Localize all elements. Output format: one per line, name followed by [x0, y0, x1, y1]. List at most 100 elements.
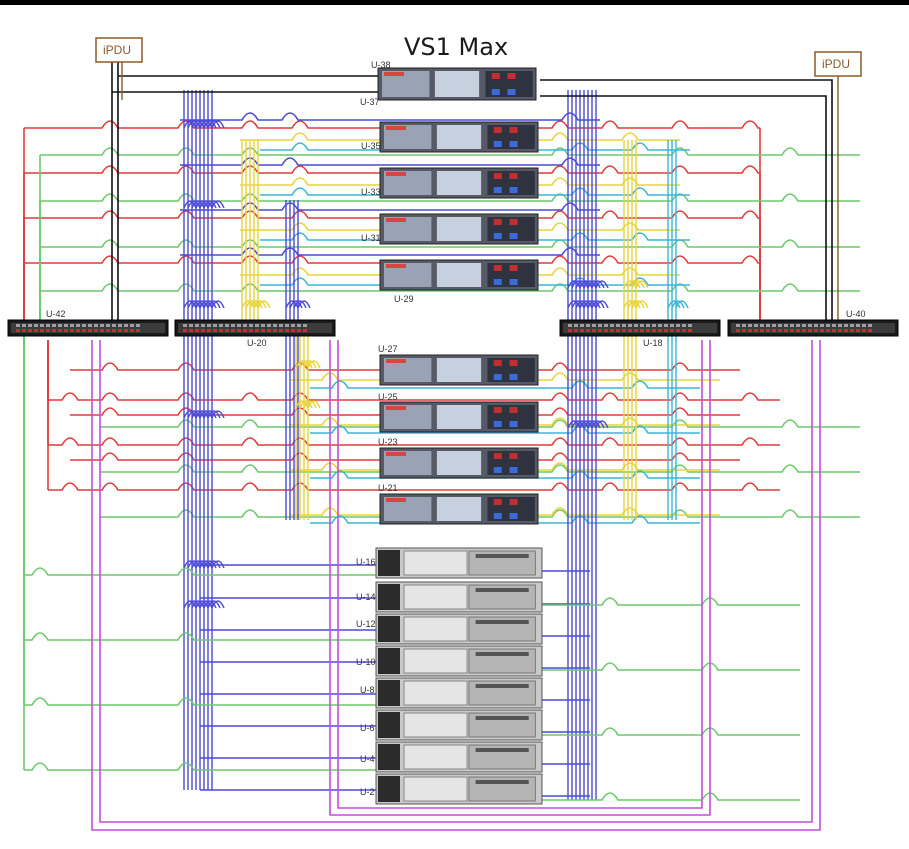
switch-u18-port-top-9 [622, 324, 626, 327]
top-border-bar [0, 0, 909, 5]
switch-u18-port-bottom-5 [598, 329, 602, 332]
yellow-cable-3 [240, 267, 680, 276]
switch-u20 [174, 319, 336, 337]
switch-u20-port-bottom-18 [291, 329, 295, 332]
green-storage-right-3 [540, 792, 800, 801]
switch-u42-port-top-15 [106, 324, 110, 327]
switch-u18-port-bottom-16 [664, 329, 668, 332]
cable-layer [23, 62, 860, 831]
switch-u40-port-bottom-13 [814, 329, 818, 332]
blade-server-5-port-blue [493, 421, 502, 427]
red-cable-mid-0 [48, 392, 780, 401]
switch-u40-port-bottom-2 [748, 329, 752, 332]
switch-u18-port-top-13 [646, 324, 650, 327]
switch-u42-port-top-18 [124, 324, 128, 327]
switch-u40-port-top-0 [736, 324, 740, 327]
switch-u18-port-bottom-0 [568, 329, 572, 332]
switch-u40-port-top-13 [814, 324, 818, 327]
power-cable-right-2 [540, 95, 827, 320]
switch-u20-port-top-1 [189, 324, 193, 327]
switch-u18-face [563, 323, 717, 333]
switch-u40-port-top-17 [838, 324, 842, 327]
storage-unit-2-mesh [403, 616, 468, 642]
switch-u18-port-top-3 [586, 324, 590, 327]
blade-server-2-port-red2 [509, 219, 518, 225]
storage-unit-1-drive-slot [475, 588, 529, 592]
ipdu-left-label: iPDU [103, 43, 131, 57]
yellow-bundle-right-2 [631, 140, 645, 520]
switch-u18-port-top-15 [658, 324, 662, 327]
yellow-bundle-left2-0 [295, 330, 309, 520]
switch-u18-port-top-18 [676, 324, 680, 327]
blade-server-1-port-blue2 [509, 187, 518, 193]
switch-u20-port-bottom-15 [273, 329, 277, 332]
ipdu-right[interactable]: iPDU [814, 51, 862, 77]
storage-unit-5-mesh [403, 712, 468, 738]
switch-u42-port-bottom-14 [100, 329, 104, 332]
switch-u42-port-top-10 [76, 324, 80, 327]
storage-label-u10: U-10 [356, 657, 376, 667]
switch-u40-port-bottom-6 [772, 329, 776, 332]
blade-server-6 [379, 447, 539, 479]
storage-unit-2-ports [378, 616, 400, 642]
switch-u40-port-bottom-22 [868, 329, 872, 332]
storage-unit-5 [375, 709, 543, 741]
switch-label-u40: U-40 [846, 309, 866, 319]
storage-unit-5-drive-slot [475, 716, 529, 720]
blade-label-u33: U-33 [361, 187, 381, 197]
blue-bundle-right-1 [571, 90, 585, 800]
storage-unit-3-drive-slot [475, 652, 529, 656]
switch-u40-port-bottom-4 [760, 329, 764, 332]
blue-bundle-left-6 [207, 90, 221, 790]
storage-unit-4-drive-slot [475, 684, 529, 688]
switch-u40-port-top-8 [784, 324, 788, 327]
switch-u40-port-bottom-20 [856, 329, 860, 332]
switch-u18-port-bottom-17 [670, 329, 674, 332]
switch-u42-port-top-13 [94, 324, 98, 327]
switch-u40-port-top-1 [742, 324, 746, 327]
storage-unit-3 [375, 645, 543, 677]
switch-u40-port-bottom-12 [808, 329, 812, 332]
switch-u40 [727, 319, 899, 337]
switch-u42-port-top-12 [88, 324, 92, 327]
switch-u20-port-top-7 [225, 324, 229, 327]
switch-u20-port-top-18 [291, 324, 295, 327]
switch-u42-port-top-6 [52, 324, 56, 327]
blade-server-4-port-blue2 [509, 374, 518, 380]
switch-u40-port-top-22 [868, 324, 872, 327]
switch-u18-port-top-7 [610, 324, 614, 327]
ipdu-left[interactable]: iPDU [95, 37, 143, 63]
switch-u18 [559, 319, 721, 337]
green-storage-right-1 [540, 662, 800, 671]
blade-server-4-port-blue [493, 374, 502, 380]
blade-server-5-led [386, 406, 406, 410]
storage-unit-7-mesh [403, 776, 468, 802]
switch-u42-port-bottom-12 [88, 329, 92, 332]
switch-u18-port-bottom-15 [658, 329, 662, 332]
blue-bundle-left-2 [191, 90, 205, 790]
blade-server-7-port-blue2 [509, 513, 518, 519]
switch-u40-port-top-18 [844, 324, 848, 327]
blade-server-7-port-blue [493, 513, 502, 519]
blade-server-7-port-red [493, 499, 502, 505]
server-u38-u37-led [384, 72, 404, 76]
storage-unit-1-mesh [403, 584, 468, 610]
storage-label-u6: U-6 [360, 723, 375, 733]
green-storage-left-2 [24, 697, 380, 706]
switch-u20-port-top-19 [297, 324, 301, 327]
green-storage-right-0 [540, 597, 800, 606]
switch-u40-port-top-20 [856, 324, 860, 327]
blade-server-5-port-red2 [509, 407, 518, 413]
blue-bundle-right-3 [579, 90, 593, 800]
switch-u20-port-top-10 [243, 324, 247, 327]
blade-server-0-led [386, 126, 406, 130]
switch-u42-port-top-4 [40, 324, 44, 327]
blue-bundle-left2-3 [297, 200, 311, 520]
switch-u42-port-bottom-11 [82, 329, 86, 332]
switch-u42-port-bottom-9 [70, 329, 74, 332]
switch-label-u42: U-42 [46, 309, 66, 319]
storage-unit-0-drive-slot [475, 554, 529, 558]
green-cable-top-0 [40, 147, 860, 156]
switch-u18-port-top-10 [628, 324, 632, 327]
